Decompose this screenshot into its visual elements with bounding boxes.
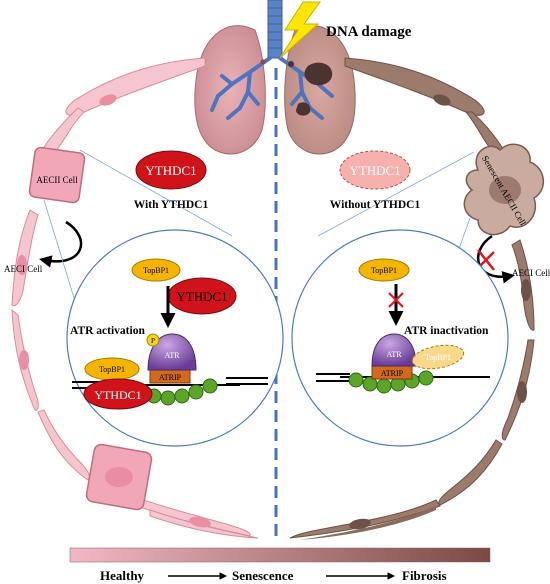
healthy-cell-top: [65, 57, 206, 116]
lungs-illustration: [194, 0, 356, 155]
stage-senescence: Senescence: [232, 568, 294, 583]
phospho-label: P: [151, 337, 155, 345]
topbp1-absent-label: TopBP1: [425, 353, 451, 362]
left-lung: [194, 25, 266, 155]
fibrotic-cell-bottom: [289, 499, 441, 539]
ythdc1-badge-left-text: YTHDC1: [145, 163, 196, 178]
topbp1-right-label: TopBP1: [371, 266, 397, 275]
aecii-cell-left: AECII Cell: [28, 146, 86, 204]
senescent-aecii-cell: Senescent AECII Cell: [463, 143, 544, 236]
left-bronchi: [210, 56, 272, 120]
left-zoom-circle: TopBP1 YTHDC1 ATR activation ATRIP ATR P…: [66, 229, 284, 447]
ythdc1-badge-left: YTHDC1: [135, 150, 207, 190]
without-ythdc1-label: Without YTHDC1: [330, 199, 421, 211]
aecii-cell-bottom: [85, 443, 153, 511]
differentiation-arrow: [39, 220, 83, 268]
stage-fibrosis: Fibrosis: [402, 568, 447, 583]
aeci-cell-right-label: AECI Cell: [512, 268, 550, 278]
stage-healthy: Healthy: [100, 568, 145, 583]
atr-activation-label: ATR activation: [70, 325, 145, 337]
ythdc1-protein-label: YTHDC1: [176, 289, 227, 304]
stage-labels: Healthy Senescence Fibrosis: [100, 568, 447, 583]
aecii-cell-label: AECII Cell: [36, 175, 78, 185]
with-ythdc1-label: With YTHDC1: [134, 199, 209, 211]
fibrotic-epithelium: [289, 57, 535, 540]
damage-spot-2: [296, 102, 311, 116]
damage-spot: [304, 62, 333, 86]
aeci-cell-left-label: AECI Cell: [4, 264, 43, 274]
fibrotic-cell-lower: [438, 439, 503, 506]
healthy-cell-bottom-2: [149, 509, 259, 539]
atrip-left-label: ATRIP: [159, 373, 182, 382]
topbp1-bound-label: TopBP1: [99, 365, 125, 374]
ythdc1-badge-right-text: YTHDC1: [349, 163, 400, 178]
blocked-x-icon: [388, 292, 404, 308]
ythdc1-badge-right: YTHDC1: [339, 150, 411, 190]
dna-damage-label: DNA damage: [326, 24, 412, 40]
right-zoom-circle: TopBP1 ATR inactivation ATRIP ATR TopBP1: [291, 229, 509, 447]
atrip-right-label: ATRIP: [381, 369, 404, 378]
atr-left-label: ATR: [164, 351, 180, 360]
topbp1-left-label: TopBP1: [143, 266, 169, 275]
atr-inactivation-label: ATR inactivation: [404, 325, 489, 337]
trachea: [267, 0, 283, 59]
healthy-cell-lower: [37, 409, 91, 481]
damage-dot: [288, 61, 294, 67]
right-lung: [284, 25, 356, 155]
atr-right-label: ATR: [386, 350, 402, 359]
progression-bar: [69, 547, 491, 563]
lightning-bolt-icon: [279, 1, 321, 59]
ythdc1-bound-label: YTHDC1: [94, 388, 141, 402]
damage-dot-left: [260, 59, 266, 65]
fibrotic-cell-top: [344, 57, 485, 116]
